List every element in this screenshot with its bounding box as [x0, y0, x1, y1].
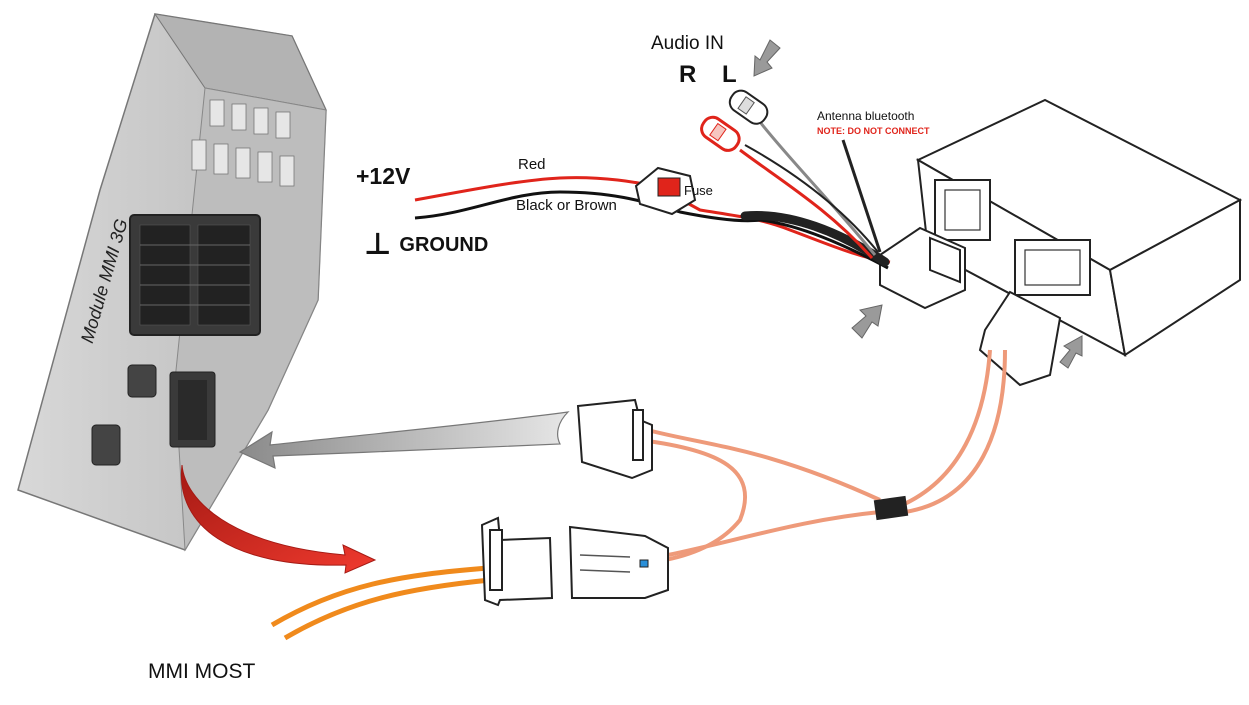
audio-right-wire — [739, 148, 874, 259]
red-wire-label: Red — [518, 156, 546, 173]
fuse-label: Fuse — [684, 183, 713, 198]
arrow-to-module-gray — [238, 411, 570, 470]
interface-box — [915, 98, 1243, 357]
audio-left-wire — [758, 121, 877, 256]
antenna-note: NOTE: DO NOT CONNECT — [817, 126, 930, 136]
most-connector-male — [480, 516, 554, 607]
audio-right-label: R — [679, 61, 697, 88]
plus12v-label: +12V — [356, 163, 411, 189]
arrow-audio-in — [753, 39, 781, 77]
audio-shield-wire — [744, 144, 879, 253]
most-cables — [270, 565, 491, 641]
module-port-1 — [127, 364, 157, 398]
black-wire-label: Black or Brown — [516, 197, 617, 214]
fiber-cables — [639, 349, 1007, 562]
mmi-most-label: MMI MOST — [148, 660, 256, 683]
ground-text: GROUND — [399, 234, 489, 256]
harness-plug-lower — [978, 290, 1062, 387]
harness-connector-upper — [576, 398, 653, 480]
rca-plug-left — [728, 89, 769, 125]
cable-sheath — [740, 210, 890, 267]
arrow-lower-plug — [1059, 335, 1083, 369]
module-port-2 — [91, 424, 121, 466]
arrow-most-red — [180, 464, 377, 574]
fuse-holder — [634, 166, 697, 216]
most-connector-female — [568, 525, 669, 599]
cable-splice-sleeve — [873, 495, 909, 521]
rca-plug-right — [700, 115, 741, 152]
audio-left-label: L — [722, 61, 737, 88]
mmi-3g-module — [17, 13, 327, 552]
arrow-harness-plug — [851, 304, 883, 339]
harness-plug-upper — [879, 226, 966, 310]
ground-label: ⊥ GROUND — [364, 230, 488, 260]
antenna-label: Antenna bluetooth — [817, 109, 915, 123]
ground-symbol: ⊥ — [364, 228, 392, 261]
antenna-wire — [841, 139, 882, 253]
audio-in-label: Audio IN — [651, 33, 724, 54]
